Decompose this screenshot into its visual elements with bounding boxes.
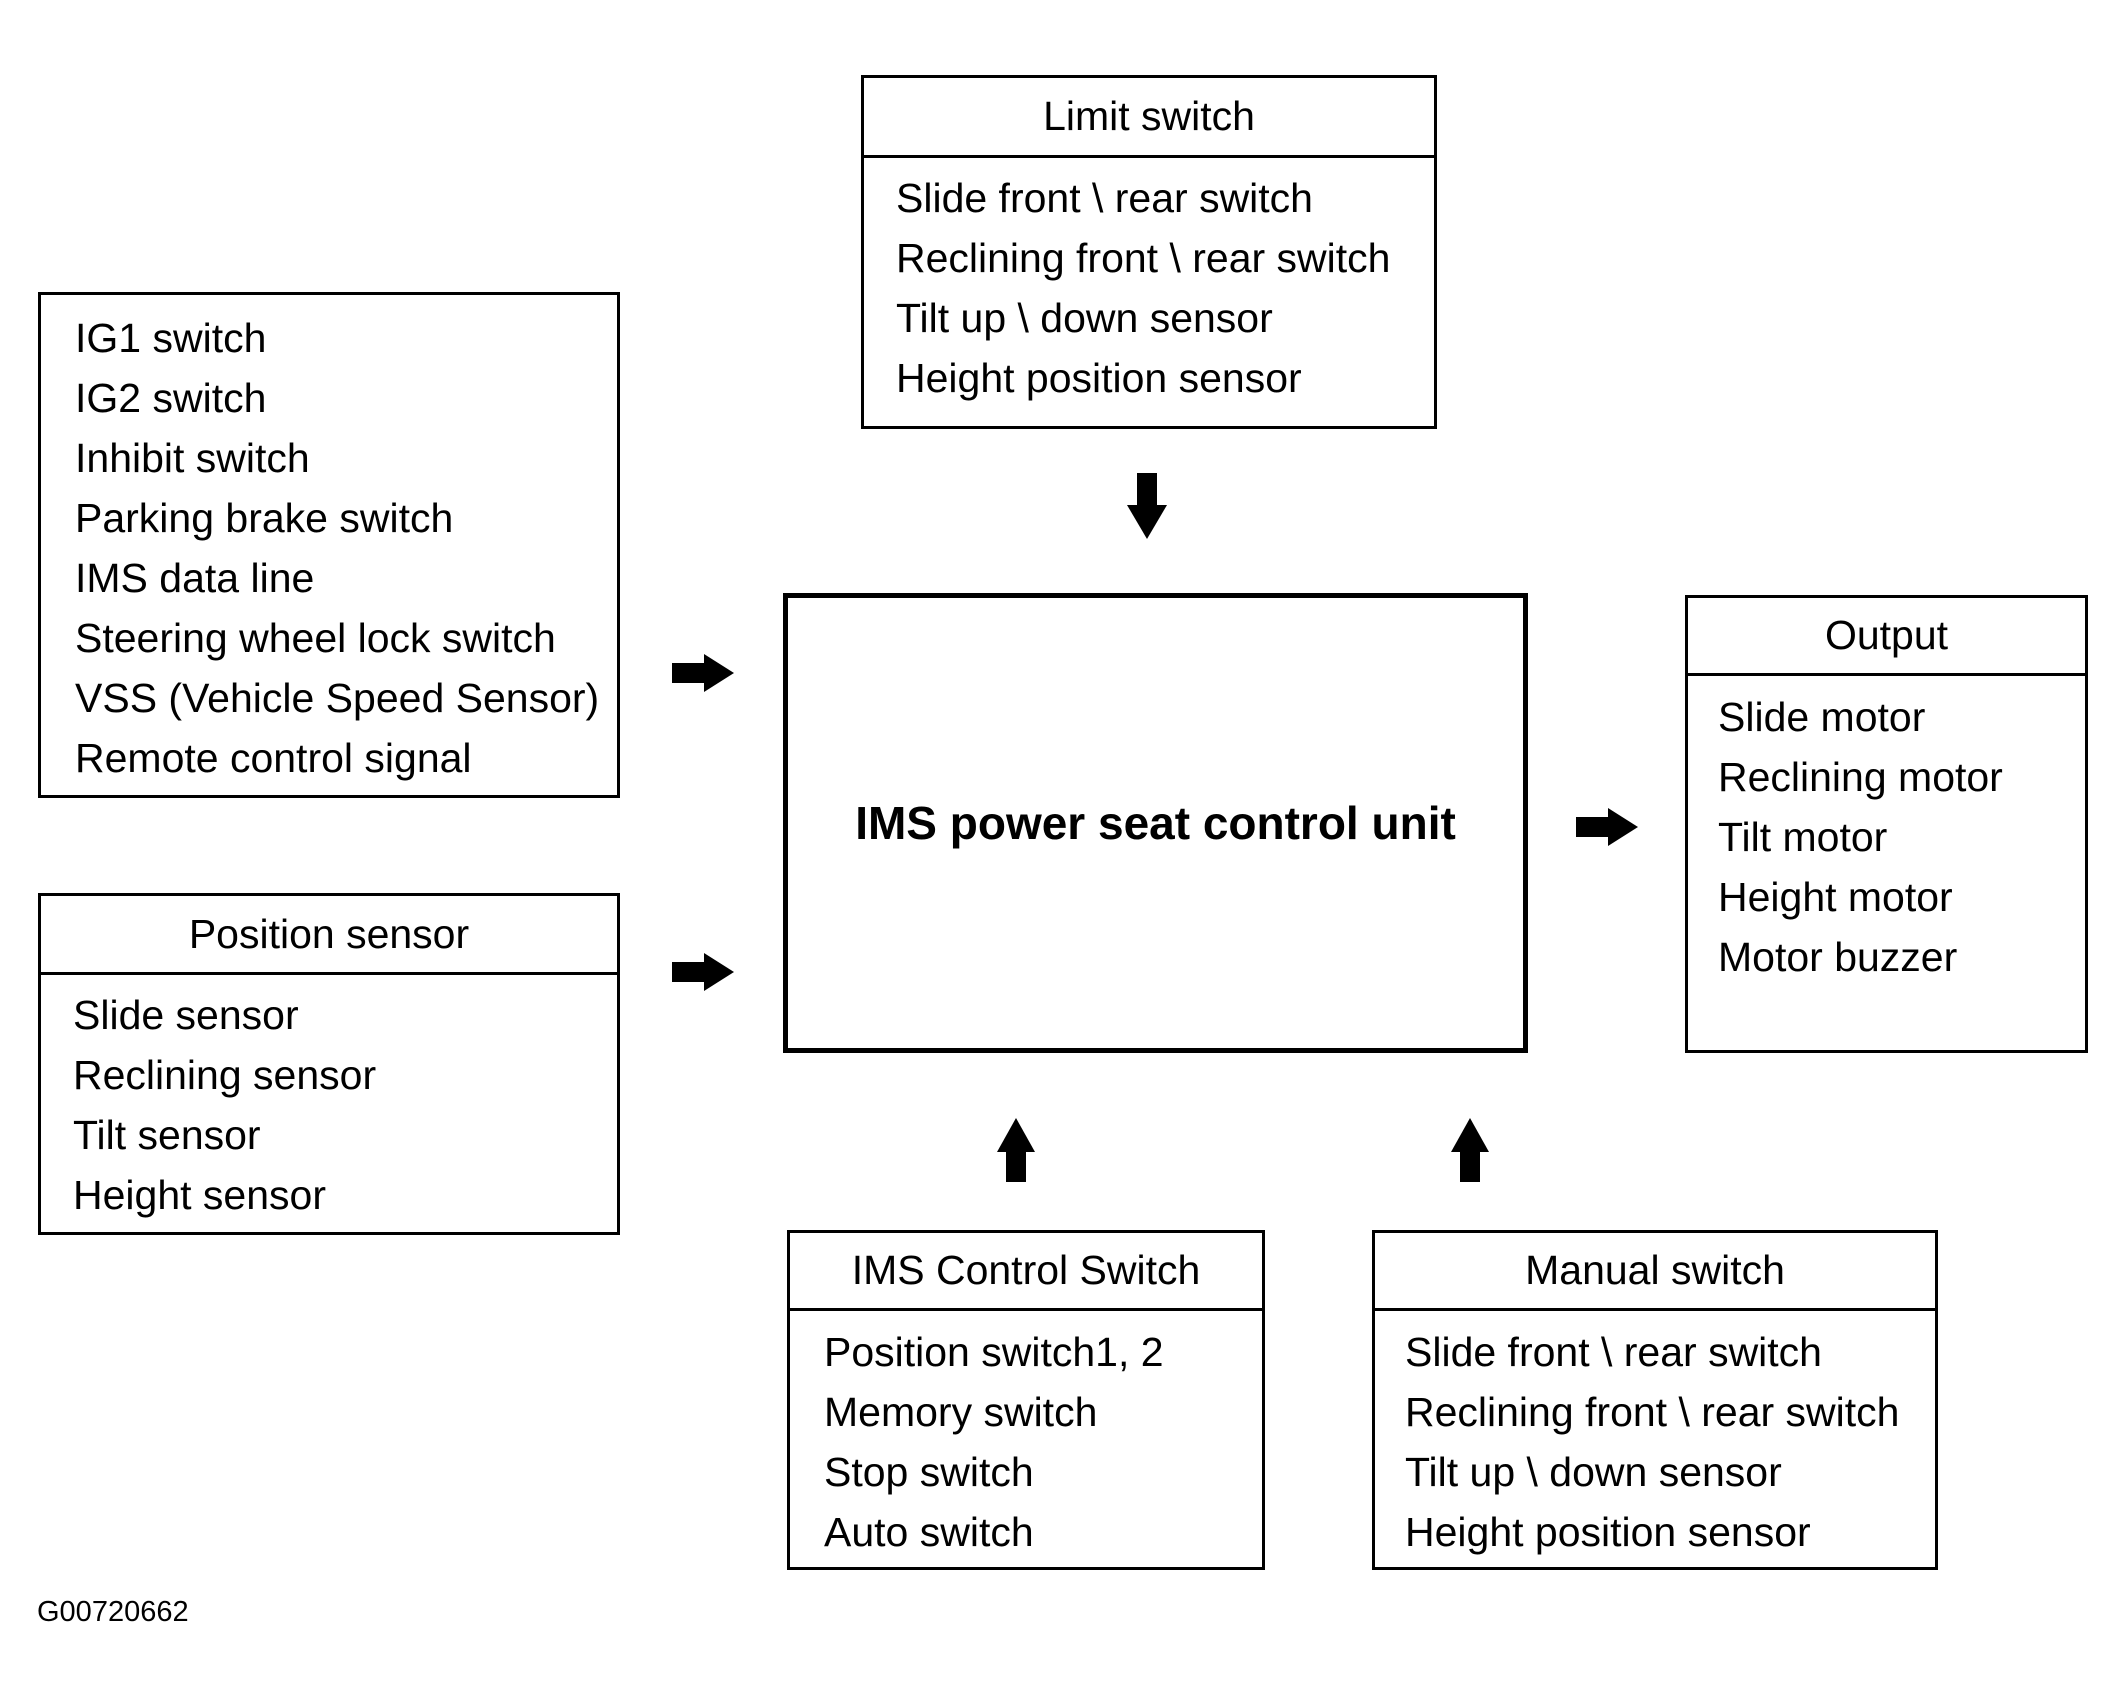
- list-item: Reclining motor: [1718, 754, 2003, 800]
- list-item: IMS data line: [75, 555, 315, 601]
- position-sensor-title: Position sensor: [41, 896, 617, 975]
- figure-code-label: G00720662: [37, 1596, 189, 1628]
- list-item: Reclining front \ rear switch: [896, 235, 1391, 281]
- position-sensor-items: Slide sensor Reclining sensor Tilt senso…: [41, 975, 617, 1225]
- list-item: IG2 switch: [75, 375, 267, 421]
- manual-switch-box: Manual switch Slide front \ rear switch …: [1372, 1230, 1938, 1570]
- limit-switch-title: Limit switch: [864, 78, 1434, 158]
- position-sensor-box: Position sensor Slide sensor Reclining s…: [38, 893, 620, 1235]
- arrow-up-icon: [1451, 1118, 1489, 1182]
- output-title: Output: [1688, 598, 2085, 676]
- ims-control-switch-title: IMS Control Switch: [790, 1233, 1262, 1311]
- arrow-right-icon: [672, 654, 734, 692]
- list-item: Position switch1, 2: [824, 1329, 1164, 1375]
- list-item: Steering wheel lock switch: [75, 615, 556, 661]
- list-item: Reclining front \ rear switch: [1405, 1389, 1900, 1435]
- manual-switch-items: Slide front \ rear switch Reclining fron…: [1375, 1311, 1935, 1562]
- limit-switch-items: Slide front \ rear switch Reclining fron…: [864, 158, 1434, 408]
- limit-switch-box: Limit switch Slide front \ rear switch R…: [861, 75, 1437, 429]
- list-item: Height position sensor: [1405, 1509, 1811, 1555]
- list-item: Parking brake switch: [75, 495, 454, 541]
- arrow-right-icon: [1576, 808, 1638, 846]
- list-item: Memory switch: [824, 1389, 1098, 1435]
- arrow-up-icon: [997, 1118, 1035, 1182]
- list-item: VSS (Vehicle Speed Sensor): [75, 675, 600, 721]
- list-item: Motor buzzer: [1718, 934, 1958, 980]
- ims-power-seat-control-unit-label: IMS power seat control unit: [855, 797, 1456, 849]
- list-item: Stop switch: [824, 1449, 1034, 1495]
- input-signals-box: IG1 switch IG2 switch Inhibit switch Par…: [38, 292, 620, 798]
- list-item: Auto switch: [824, 1509, 1034, 1555]
- arrow-down-icon: [1127, 473, 1167, 539]
- list-item: Tilt sensor: [73, 1112, 261, 1158]
- list-item: Height motor: [1718, 874, 1953, 920]
- ims-control-switch-items: Position switch1, 2 Memory switch Stop s…: [790, 1311, 1262, 1562]
- list-item: Tilt motor: [1718, 814, 1888, 860]
- list-item: IG1 switch: [75, 315, 267, 361]
- list-item: Tilt up \ down sensor: [896, 295, 1273, 341]
- output-box: Output Slide motor Reclining motor Tilt …: [1685, 595, 2088, 1053]
- ims-power-seat-control-unit-box: IMS power seat control unit: [783, 593, 1528, 1053]
- manual-switch-title: Manual switch: [1375, 1233, 1935, 1311]
- list-item: Inhibit switch: [75, 435, 310, 481]
- arrow-right-icon: [672, 953, 734, 991]
- output-items: Slide motor Reclining motor Tilt motor H…: [1688, 676, 2085, 987]
- list-item: Height sensor: [73, 1172, 326, 1218]
- list-item: Slide sensor: [73, 992, 299, 1038]
- input-signals-items: IG1 switch IG2 switch Inhibit switch Par…: [41, 295, 617, 788]
- list-item: Tilt up \ down sensor: [1405, 1449, 1782, 1495]
- ims-control-switch-box: IMS Control Switch Position switch1, 2 M…: [787, 1230, 1265, 1570]
- list-item: Reclining sensor: [73, 1052, 377, 1098]
- list-item: Slide front \ rear switch: [1405, 1329, 1822, 1375]
- list-item: Slide motor: [1718, 694, 1926, 740]
- list-item: Slide front \ rear switch: [896, 175, 1313, 221]
- list-item: Remote control signal: [75, 735, 472, 781]
- list-item: Height position sensor: [896, 355, 1302, 401]
